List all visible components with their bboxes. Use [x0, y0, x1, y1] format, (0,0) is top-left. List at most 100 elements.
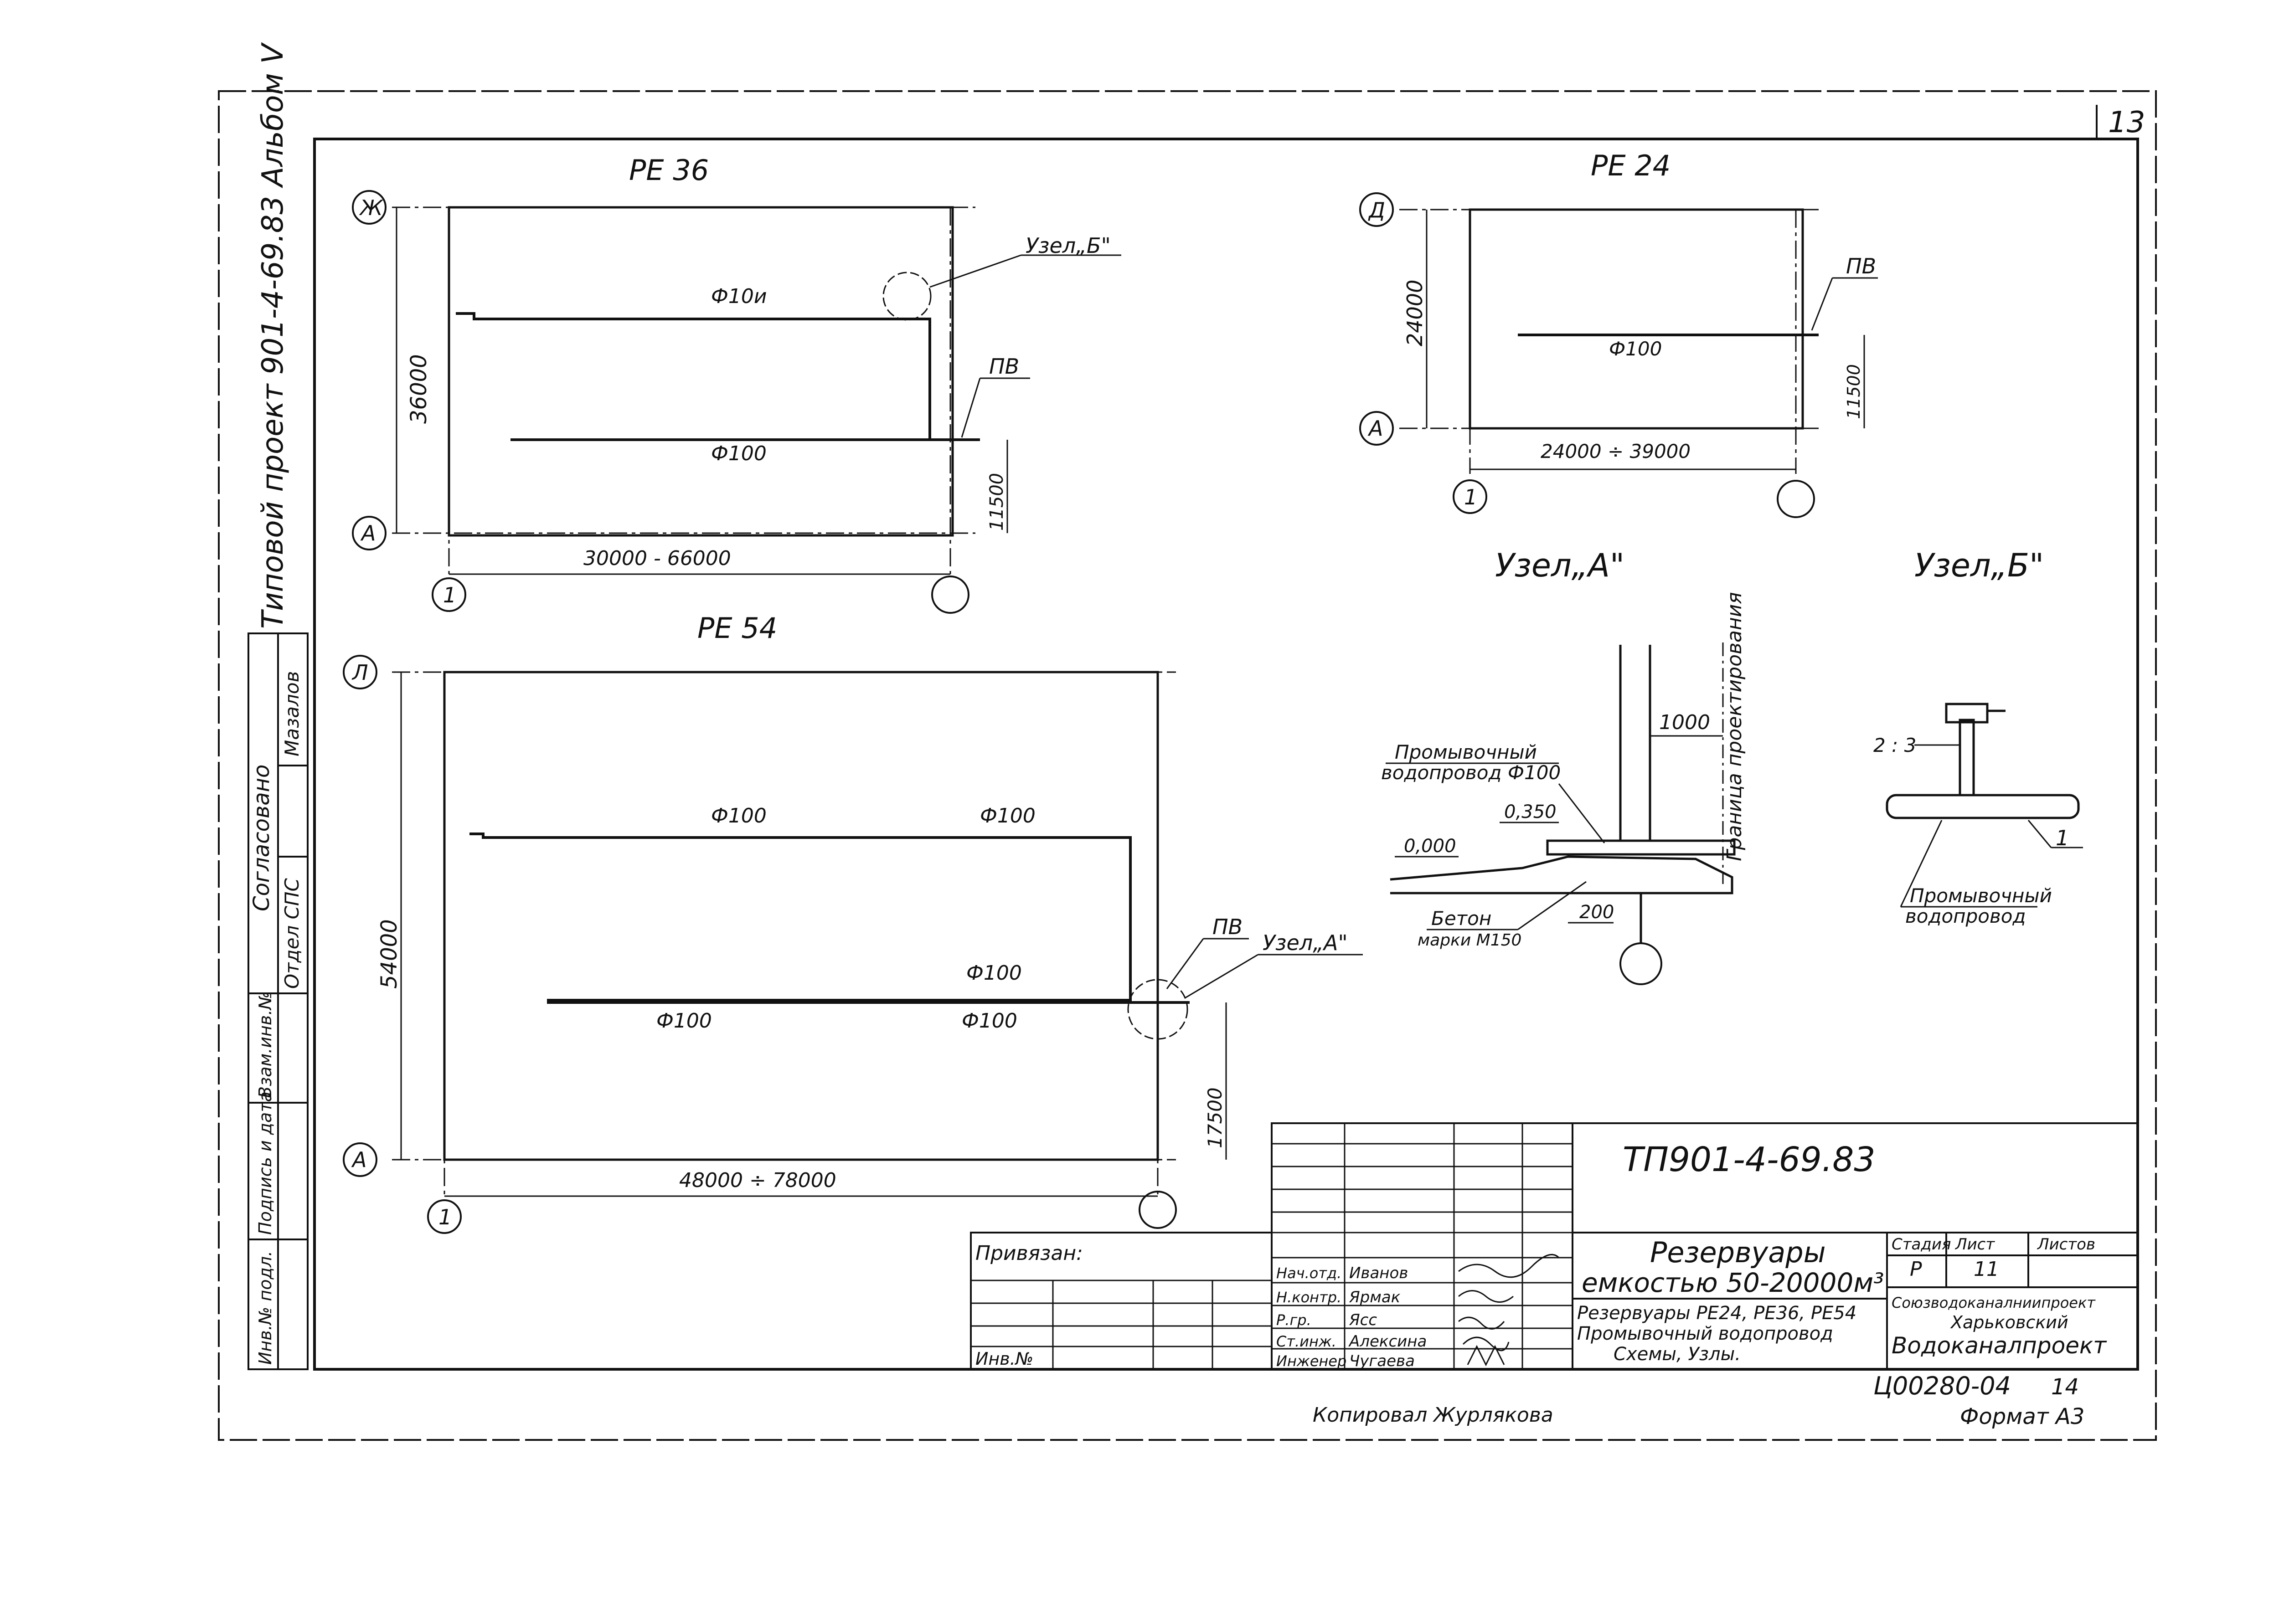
side-row-2: Мазалов — [281, 671, 303, 756]
node-b-marker: 1 — [2056, 826, 2069, 850]
pe54-pv-label: ПВ — [1212, 915, 1243, 939]
pe36-axis-bottom: А — [360, 521, 376, 545]
plan-pe24: РЕ 24 Ф100 ПВ 24000 24000 ÷ 39000 11500 … — [1359, 149, 1878, 518]
pe24-title: РЕ 24 — [1591, 149, 1671, 182]
doc-code: ТП901-4-69.83 — [1623, 1140, 1875, 1179]
side-cell-1: Взам.инв.№ — [255, 992, 275, 1098]
pe24-axis-left: 1 — [1464, 485, 1477, 509]
stamp-stage: Р — [1910, 1258, 1922, 1281]
side-cell-3: Инв.№ подл. — [255, 1251, 275, 1365]
pe24-dim-horizontal: 24000 ÷ 39000 — [1541, 440, 1691, 463]
stamp-order-sheet: 14 — [2051, 1374, 2079, 1400]
pe36-title: РЕ 36 — [629, 154, 709, 187]
pe54-pipe-1: Ф100 — [711, 804, 767, 827]
pe54-pipe-2: Ф100 — [980, 804, 1036, 827]
pe36-pv-label: ПВ — [989, 354, 1019, 379]
side-row-1: Отдел СПС — [281, 878, 303, 989]
pe36-pipe-lower: Ф100 — [711, 442, 767, 465]
pe54-pipe-5: Ф100 — [962, 1009, 1017, 1033]
pe36-dim-horizontal: 30000 - 66000 — [583, 547, 731, 570]
node-a-level-1: 0,350 — [1504, 802, 1557, 822]
stamp-name-1: Иванов — [1349, 1264, 1408, 1282]
bottom-left-copied: Копировал Журлякова — [1313, 1403, 1553, 1427]
stamp-role-3: Р.гр. — [1276, 1311, 1311, 1329]
side-agreed: Согласовано — [249, 765, 274, 911]
pe24-pipe: Ф100 — [1609, 338, 1662, 360]
node-a-title: Узел„А" — [1495, 547, 1624, 584]
node-b-detail: Узел„Б" 2 : 3 1 Промывочный водопровод — [1873, 547, 2083, 927]
pe24-axis-bottom: А — [1367, 416, 1383, 441]
pe54-pipe-3: Ф100 — [966, 961, 1022, 985]
stamp-title-2: емкостью 50-20000м³ — [1582, 1267, 1884, 1298]
node-a-detail: Узел„А" Граница проектирования 1000 Пром… — [1381, 547, 1746, 985]
stamp-sheet-header: Лист — [1954, 1235, 1995, 1254]
node-a-level-2: 0,000 — [1404, 836, 1456, 857]
stamp-role-5: Инженер — [1276, 1352, 1346, 1370]
pe36-axis-top: Ж — [359, 195, 384, 220]
pe54-axis-top: Л — [351, 660, 368, 685]
stamp-role-4: Ст.инж. — [1276, 1333, 1336, 1350]
pe36-pipe-upper: Ф10и — [711, 285, 767, 308]
pe54-title: РЕ 54 — [697, 612, 777, 645]
stamp-name-2: Ярмак — [1349, 1288, 1401, 1306]
stamp-org-2: Харьковский — [1950, 1312, 2068, 1332]
pe24-axis-top: Д — [1368, 198, 1385, 222]
stamp-roles: Нач.отд. Н.контр. Р.гр. Ст.инж. Инженер … — [1276, 1264, 1427, 1370]
stamp-name-3: Ясс — [1349, 1311, 1377, 1329]
stamp-inv-no: Инв.№ — [975, 1349, 1033, 1369]
stamp-org-1: Союзводоканалниипроект — [1892, 1294, 2096, 1311]
stamp-bound: Привязан: — [975, 1242, 1083, 1265]
node-b-title: Узел„Б" — [1914, 547, 2044, 584]
pe54-pipe-4: Ф100 — [656, 1009, 712, 1033]
stamp-title-1: Резервуары — [1650, 1236, 1826, 1269]
stamp-signatures — [1458, 1254, 1560, 1367]
stamp-order-no: Ц00280-04 — [1873, 1372, 2011, 1400]
pe54-axis-bottom: А — [351, 1147, 366, 1172]
stamp-desc-2: Промывочный водопровод — [1577, 1323, 1833, 1344]
node-a-dim-200: 200 — [1579, 902, 1614, 923]
plan-pe36: РЕ 36 Ф10и Ф100 Узел„Б" ПВ 36000 30000 -… — [352, 154, 1121, 614]
pe36-axis-left: 1 — [443, 583, 456, 607]
page-number: 13 — [2108, 106, 2145, 139]
stamp-sheet: 11 — [1974, 1258, 1999, 1281]
stamp-name-4: Алексина — [1348, 1332, 1427, 1351]
pe24-columns — [1490, 271, 1791, 394]
title-block — [970, 1122, 2139, 1370]
node-b-pipe-label-2: водопровод — [1905, 905, 2026, 927]
pe36-columns — [490, 271, 923, 499]
node-a-pipe-label-1: Промывочный — [1395, 741, 1537, 763]
pe54-axis-left: 1 — [438, 1205, 452, 1229]
pe54-node-label: Узел„А" — [1263, 930, 1348, 955]
pe54-columns — [483, 738, 1144, 1114]
node-a-concrete-1: Бетон — [1431, 907, 1491, 930]
node-a-pipe-label-2: водопровод Ф100 — [1381, 761, 1561, 784]
node-b-pipe-label-1: Промывочный — [1910, 884, 2052, 907]
outer-frame — [218, 90, 2157, 1441]
pe54-dim-vertical: 54000 — [376, 919, 402, 989]
stamp-org-3: Водоканалпроект — [1892, 1332, 2107, 1359]
pe54-dim-horizontal: 48000 ÷ 78000 — [679, 1169, 836, 1192]
stamp-stage-header: Стадия — [1892, 1235, 1951, 1254]
pe54-dim-offset: 17500 — [1204, 1087, 1226, 1148]
pe36-dim-offset: 11500 — [986, 473, 1007, 531]
stamp-desc-3: Схемы, Узлы. — [1614, 1344, 1741, 1365]
pe24-dim-vertical: 24000 — [1402, 280, 1427, 346]
node-a-concrete-2: марки М150 — [1418, 931, 1521, 950]
side-cell-2: Подпись и дата — [255, 1091, 275, 1235]
node-a-boundary: Граница проектирования — [1723, 592, 1746, 861]
stamp-name-5: Чугаева — [1349, 1352, 1415, 1370]
stamp-sheets-header: Листов — [2037, 1235, 2095, 1254]
side-title: Типовой проект 901-4-69.83 Альбом V — [256, 42, 290, 629]
stamp-role-1: Нач.отд. — [1276, 1264, 1341, 1282]
stamp-role-2: Н.контр. — [1276, 1289, 1341, 1306]
pe24-dim-offset: 11500 — [1844, 364, 1864, 419]
pe36-node-label: Узел„Б" — [1026, 233, 1111, 258]
pe36-dim-vertical: 36000 — [406, 354, 432, 424]
sheet-format: Формат А3 — [1960, 1404, 2084, 1429]
node-a-dim-1000: 1000 — [1659, 711, 1710, 734]
node-b-slope: 2 : 3 — [1873, 734, 1916, 756]
pe24-pv-label: ПВ — [1846, 254, 1876, 278]
side-stamp — [247, 632, 309, 1370]
stamp-desc-1: Резервуары РЕ24, РЕ36, РЕ54 — [1577, 1303, 1856, 1324]
